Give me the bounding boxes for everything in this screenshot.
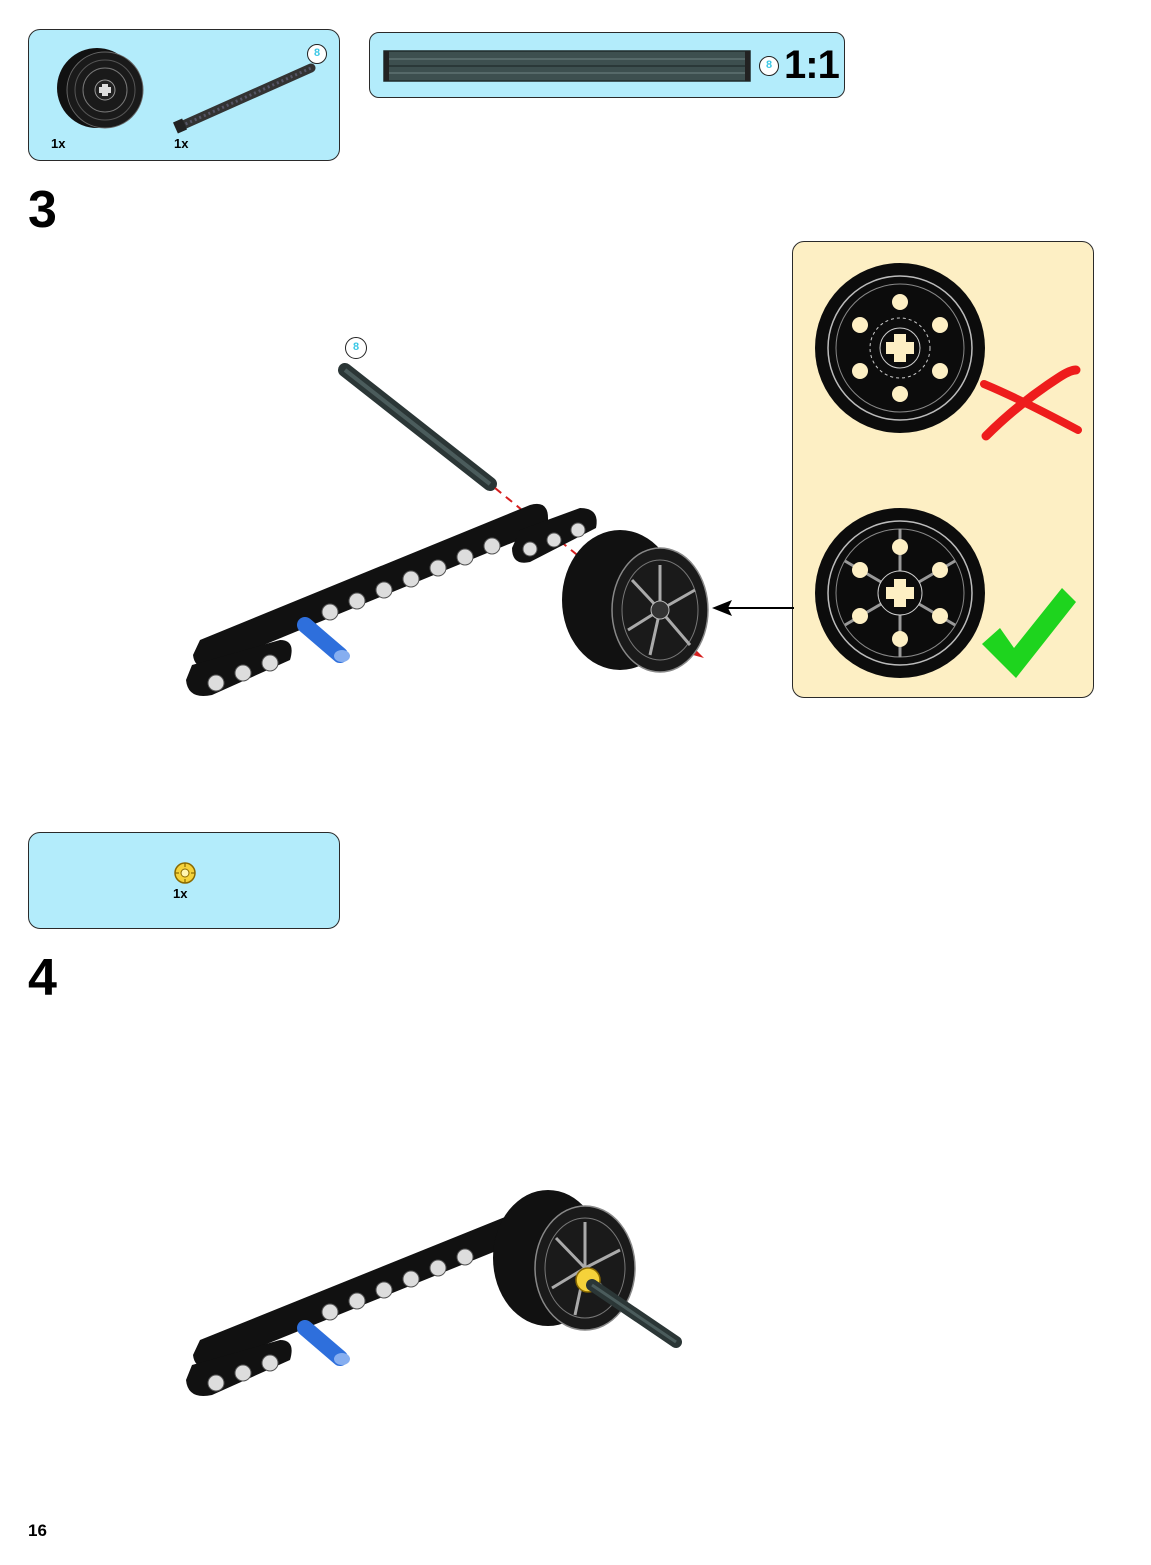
wheel-hub-icon bbox=[57, 48, 144, 129]
scale-reference-box: 8 1:1 bbox=[369, 32, 845, 98]
beam-long bbox=[193, 503, 548, 668]
blue-pin bbox=[297, 617, 350, 663]
step-4-assembly bbox=[186, 1190, 682, 1396]
correct-check-icon bbox=[982, 588, 1076, 678]
step-3-assembly bbox=[186, 363, 709, 696]
scale-ratio: 1:1 bbox=[784, 43, 840, 87]
step-number-3: 3 bbox=[28, 181, 57, 239]
beam-short-back bbox=[512, 508, 597, 563]
bush-icon bbox=[174, 862, 196, 884]
page-number: 16 bbox=[28, 1521, 47, 1540]
bush-qty: 1x bbox=[173, 886, 188, 901]
wheel-correct-orientation bbox=[815, 508, 985, 678]
step-number-4: 4 bbox=[28, 949, 57, 1007]
parts-box-step-4: 1x bbox=[28, 832, 340, 929]
orientation-callout bbox=[792, 241, 1094, 698]
parts-box-step-3: 1x 1x 8 bbox=[28, 29, 340, 161]
scale-length-badge: 8 bbox=[759, 56, 779, 76]
axle-callout-badge: 8 bbox=[345, 337, 367, 359]
wheel-wrong-orientation bbox=[815, 263, 985, 433]
axle-icon bbox=[172, 63, 316, 134]
wheel-hub-qty: 1x bbox=[51, 136, 66, 151]
axle-actual-size-icon bbox=[383, 50, 751, 82]
callout-pointer-arrow bbox=[712, 600, 794, 616]
wheel-hub-assembly bbox=[562, 530, 709, 673]
axle-qty: 1x bbox=[174, 136, 189, 151]
wrong-cross-icon bbox=[980, 365, 1082, 441]
axle-length-badge: 8 bbox=[307, 44, 327, 64]
beam-short-front bbox=[186, 640, 292, 696]
